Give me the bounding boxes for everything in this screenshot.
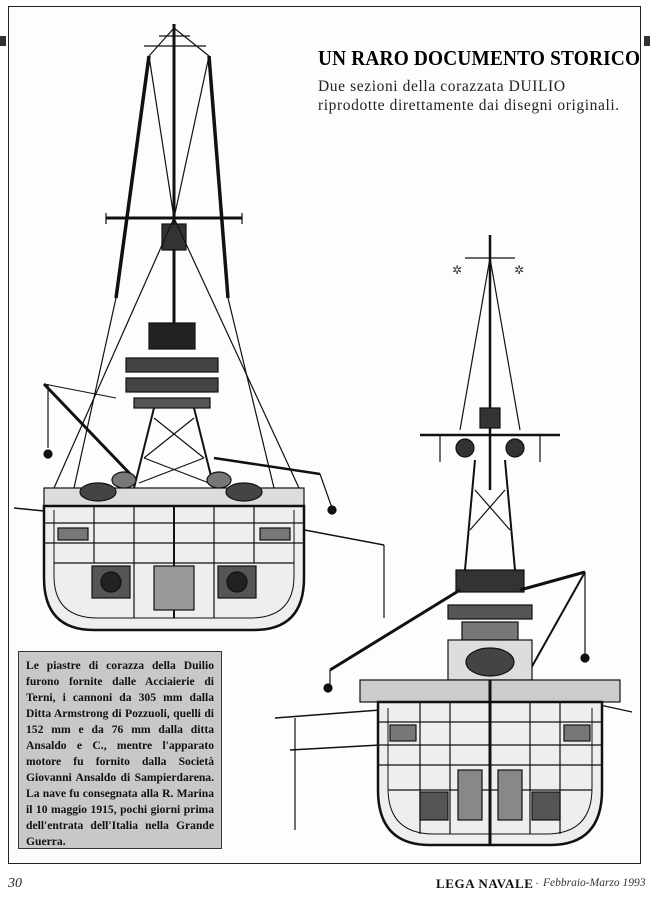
footer-separator: · — [535, 876, 539, 890]
svg-text:✲: ✲ — [514, 263, 524, 277]
svg-text:✲: ✲ — [452, 263, 462, 277]
issue-date: Febbraio-Marzo 1993 — [543, 877, 646, 889]
article-subtitle: Due sezioni della corazzata DUILIO ripro… — [318, 78, 620, 114]
page-number: 30 — [8, 876, 22, 891]
binding-mark-right — [644, 36, 650, 46]
magazine-name: LEGA NAVALE — [436, 876, 534, 891]
caption-box: Le piastre di corazza della Duilio furon… — [18, 651, 222, 849]
ship-section-right: ✲ ✲ — [274, 235, 633, 847]
article-title: UN RARO DOCUMENTO STORICO — [318, 46, 641, 70]
binding-mark-left — [0, 36, 6, 46]
ship-section-left — [14, 24, 385, 632]
